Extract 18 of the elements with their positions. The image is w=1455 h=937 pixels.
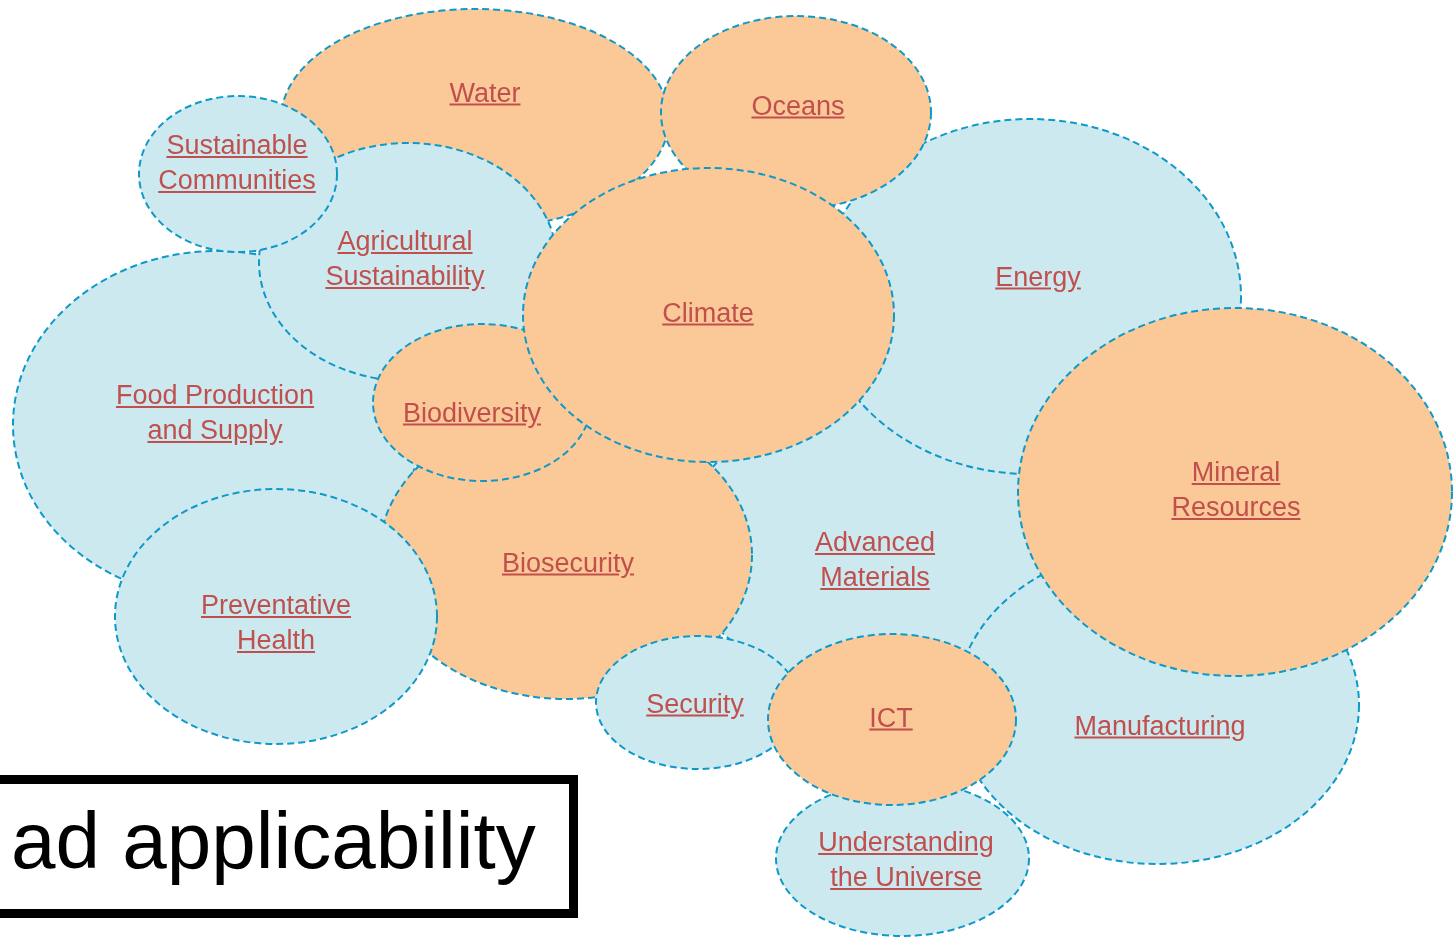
topic-link: Oceans: [750, 89, 846, 123]
topic-link: Understanding the Universe: [817, 826, 995, 894]
topic-link: Energy: [994, 260, 1082, 294]
topic-link: ICT: [868, 701, 914, 735]
topic-link: Biosecurity: [500, 546, 635, 580]
topic-link: Manufacturing: [1073, 709, 1247, 743]
topic-link: Advanced Materials: [813, 526, 937, 594]
topic-link: Security: [645, 687, 745, 721]
topic-link: Water: [448, 76, 522, 110]
banner-box: [0, 775, 578, 918]
topic-link: Preventative Health: [199, 589, 353, 657]
topic-link: Agricultural Sustainability: [324, 225, 486, 293]
topic-link: Biodiversity: [401, 396, 542, 430]
banner-text: ad applicability: [11, 796, 536, 886]
topic-link: Climate: [661, 296, 755, 330]
topic-link: Mineral Resources: [1170, 456, 1302, 524]
topic-link: Sustainable Communities: [157, 129, 317, 197]
topic-link: Food Production and Supply: [114, 379, 316, 447]
